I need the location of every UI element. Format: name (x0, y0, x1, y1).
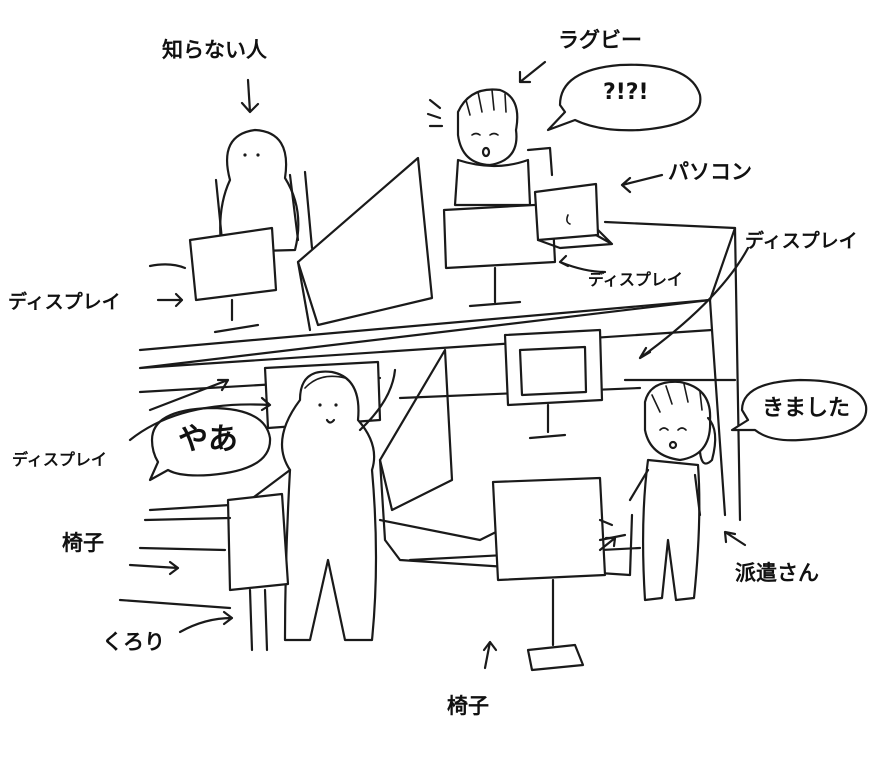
temp-body (641, 458, 701, 602)
label-display-center: ディスプレイ (588, 270, 683, 289)
label-rugby: ラグビー (558, 28, 642, 52)
back-desk-top (138, 220, 737, 352)
rugby-speech-bubble (546, 63, 702, 132)
arrows (128, 60, 750, 670)
rugby-head (456, 88, 519, 167)
label-kuroki: くろり (102, 630, 165, 654)
front-partition (378, 348, 454, 512)
label-display-left: ディスプレイ (8, 291, 121, 313)
speech-temp-worker: きました (762, 396, 851, 421)
kuroki-body (280, 370, 378, 642)
kuroki-chair (226, 492, 290, 592)
front-chair (491, 476, 607, 582)
pc-screen (533, 182, 600, 242)
label-display-lower-left: ディスプレイ (12, 450, 107, 469)
speech-rugby: ?!?! (603, 80, 649, 105)
label-temp-worker: 派遣さん (735, 561, 819, 585)
label-pc: パソコン (668, 160, 752, 184)
temp-speech-bubble (730, 378, 868, 442)
stranger-display (188, 226, 278, 302)
label-chair-bottom: 椅子 (447, 694, 489, 718)
label-stranger: 知らない人 (162, 38, 267, 62)
front-desk-top (138, 376, 737, 400)
rugby-display (442, 202, 557, 270)
rugby-body (453, 158, 532, 207)
label-chair-left: 椅子 (62, 531, 104, 555)
stranger-chair-back (214, 170, 314, 250)
label-display-right: ディスプレイ (745, 230, 858, 252)
speech-kuroki: やあ (178, 422, 238, 457)
back-partition (296, 156, 434, 327)
